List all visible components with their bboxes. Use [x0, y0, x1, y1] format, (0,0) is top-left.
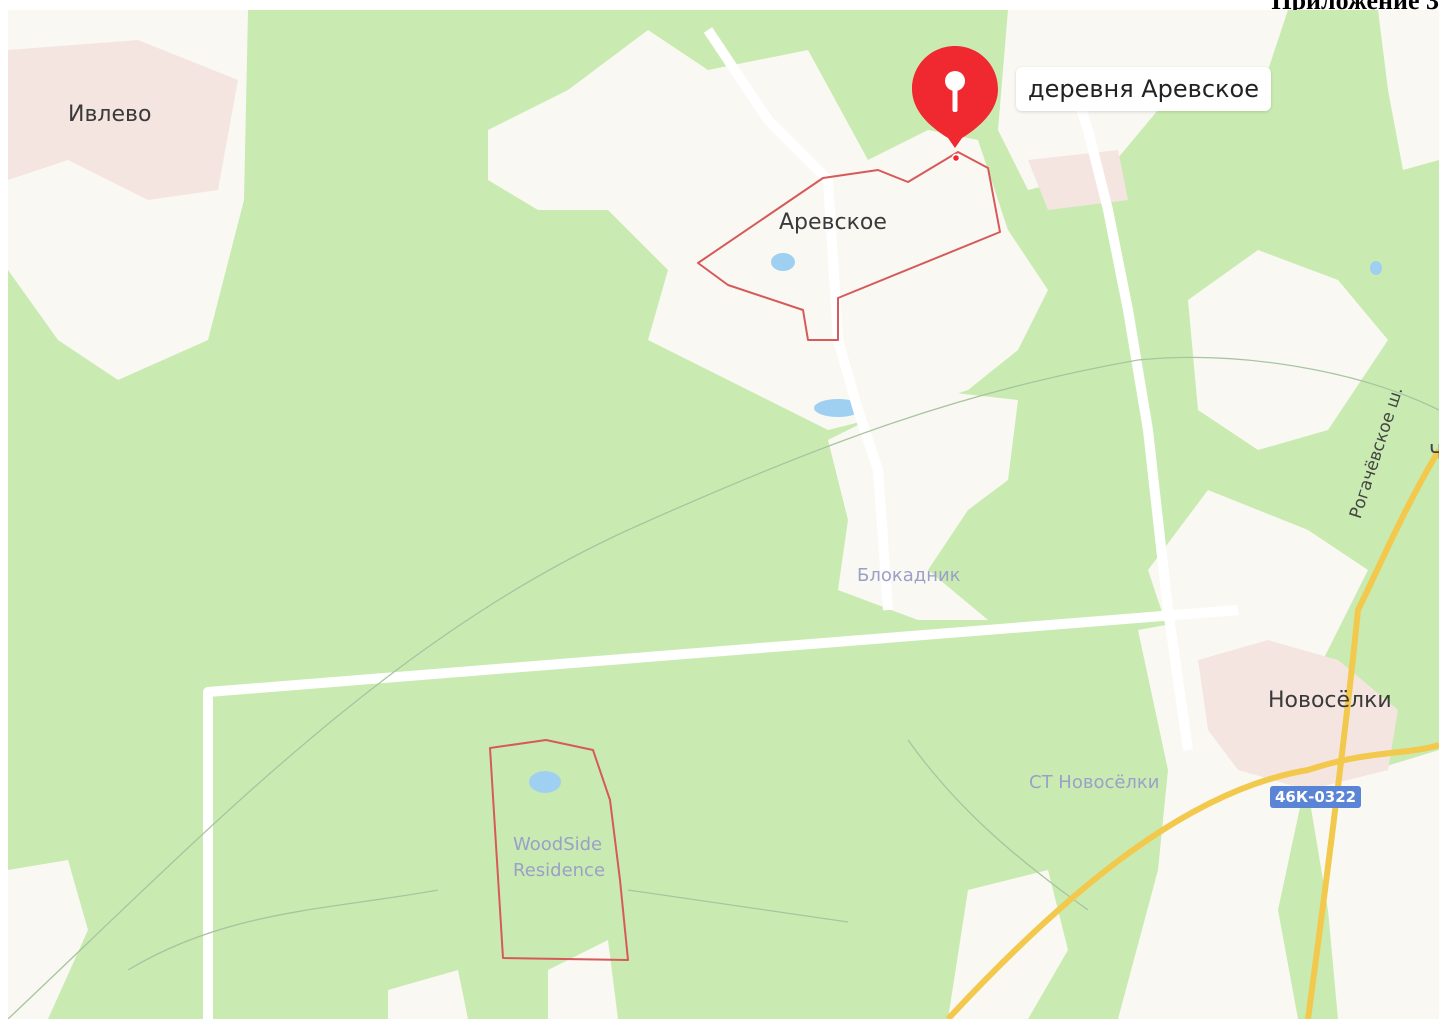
place-label-arevskoe: Аревское	[779, 210, 887, 235]
place-label-woodside: WoodSide	[513, 834, 603, 855]
place-label-ivlevo: Ивлево	[68, 102, 152, 127]
map-view[interactable]: Ивлево Аревское Новосёлки Блокадник СТ Н…	[8, 10, 1439, 1019]
location-pin-icon[interactable]	[910, 44, 1000, 169]
road-label-partial: Ч	[1429, 440, 1439, 464]
main-roads	[945, 448, 1439, 1019]
highway-number-badge: 46К-0322	[1270, 786, 1362, 808]
map-canvas[interactable]	[8, 10, 1439, 1019]
place-label-novoselki: Новосёлки	[1268, 688, 1392, 713]
place-label-blokadnik: Блокадник	[857, 565, 961, 586]
streams	[8, 356, 1439, 1019]
water-bodies	[529, 253, 1382, 793]
place-label-residence: Residence	[513, 860, 606, 881]
pin-callout-label[interactable]: деревня Аревское	[1016, 67, 1271, 111]
settlement-boundaries	[489, 151, 1001, 961]
place-label-st-novoselki: СТ Новосёлки	[1029, 772, 1160, 793]
